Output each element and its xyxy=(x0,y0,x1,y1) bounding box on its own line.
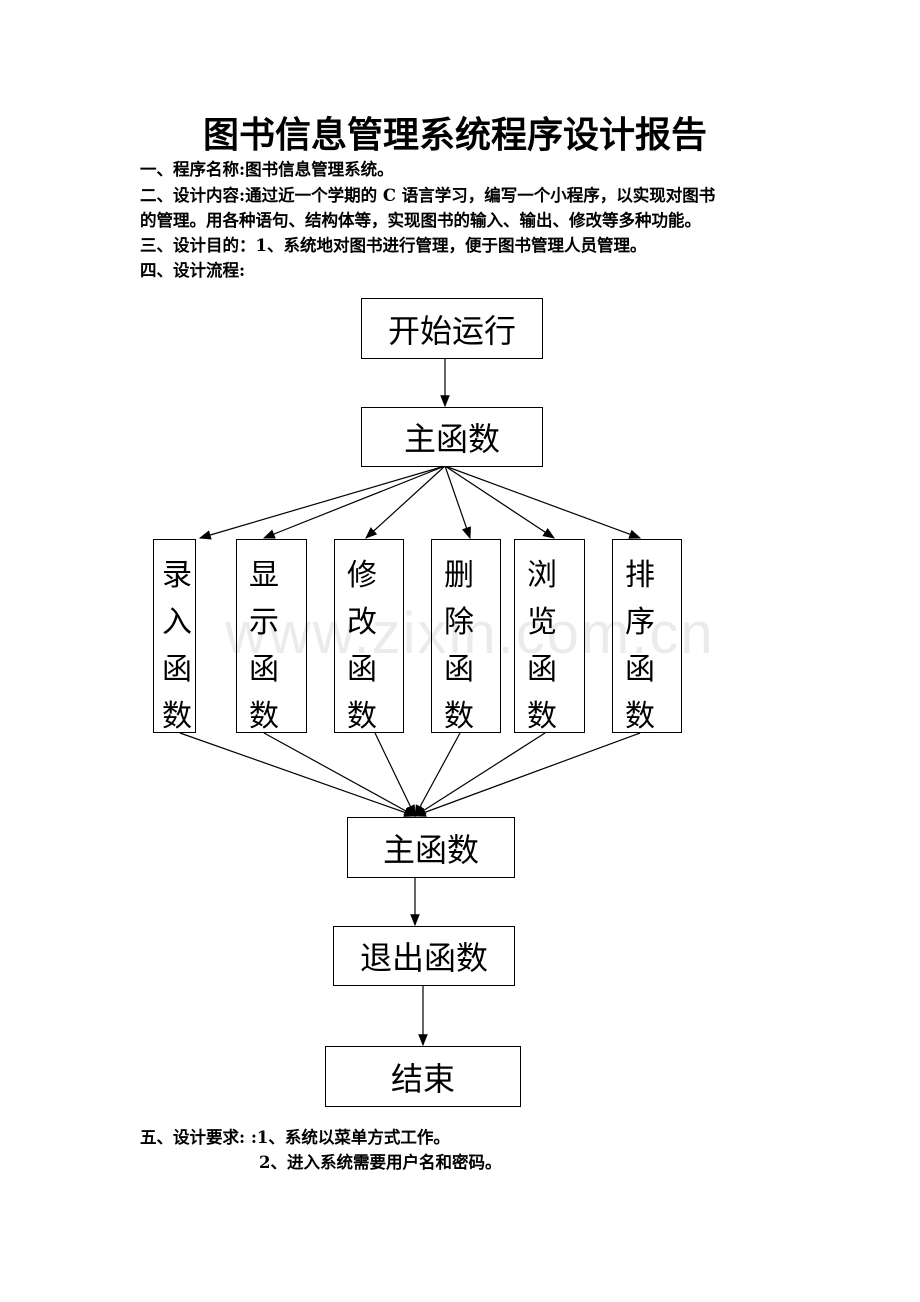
flow-func-delete: 删除函数 xyxy=(431,539,501,734)
section-3: 三、设计目的：1、系统地对图书进行管理，便于图书管理人员管理。 xyxy=(140,236,647,255)
arrow-to-func xyxy=(444,465,471,540)
flow-main-function: 主函数 xyxy=(361,407,543,467)
arrow-to-func xyxy=(198,465,446,540)
flow-main-function-return: 主函数 xyxy=(347,817,515,878)
arrow-to-func xyxy=(444,465,642,539)
flow-func-display: 显示函数 xyxy=(236,539,307,734)
section-1: 一、程序名称:图书信息管理系统。 xyxy=(140,160,394,179)
arrow-from-func xyxy=(414,732,461,818)
arrow-to-func xyxy=(444,465,556,539)
flow-start: 开始运行 xyxy=(361,298,543,359)
arrow-from-func xyxy=(413,732,546,817)
arrow-from-func xyxy=(413,732,641,817)
flow-func-sort: 排序函数 xyxy=(612,539,682,734)
flow-exit-function: 退出函数 xyxy=(333,926,515,986)
document-title: 图书信息管理系统程序设计报告 xyxy=(202,114,707,156)
arrow-from-func xyxy=(374,732,416,818)
arrow-to-func xyxy=(365,465,446,539)
section-4: 四、设计流程: xyxy=(140,261,246,280)
section-2-cont: 的管理。用各种语句、结构体等，实现图书的输入、输出、修改等多种功能。 xyxy=(140,211,701,230)
arrow-from-func xyxy=(179,732,417,817)
flow-func-modify: 修改函数 xyxy=(334,539,404,734)
section-2: 二、设计内容:通过近一个学期的 C 语言学习，编写一个小程序，以实现对图书 xyxy=(140,186,716,205)
section-5: 五、设计要求: :1、系统以菜单方式工作。 xyxy=(140,1128,450,1147)
flow-end: 结束 xyxy=(325,1046,521,1107)
flow-func-input: 录入函数 xyxy=(153,539,196,734)
arrow-from-func xyxy=(263,732,417,817)
section-5-item-2: 2、进入系统需要用户名和密码。 xyxy=(259,1153,502,1172)
arrow-to-func xyxy=(262,465,446,539)
flow-func-browse: 浏览函数 xyxy=(514,539,585,734)
